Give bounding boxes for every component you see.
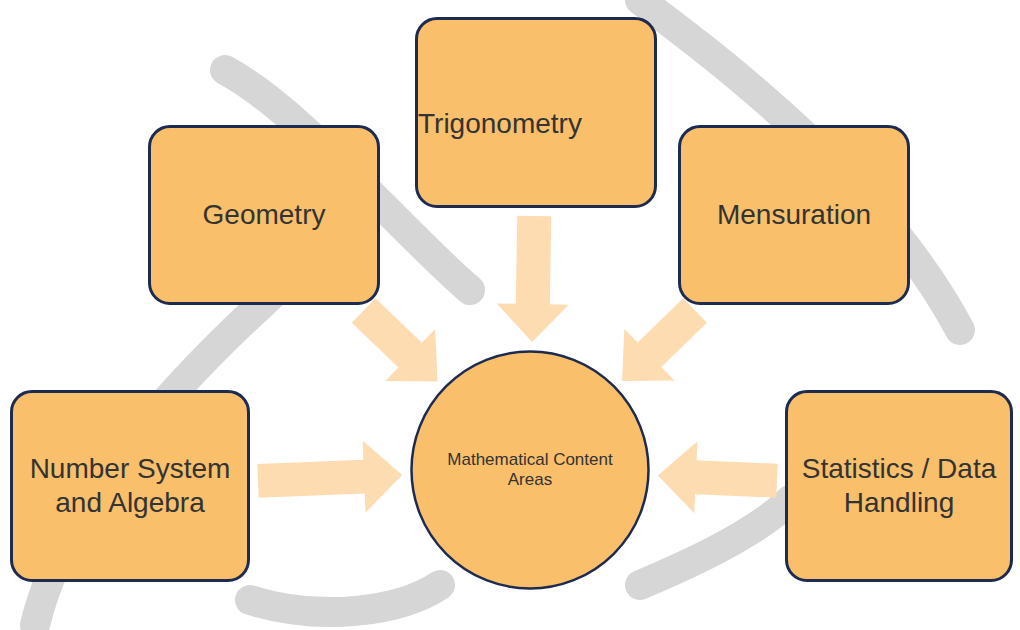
swoosh <box>250 585 440 612</box>
topic-box: Mensuration <box>678 125 910 305</box>
topic-box: Statistics / Data Handling <box>785 390 1013 582</box>
block-arrow <box>622 298 707 381</box>
topic-box: Trigonometry <box>415 17 657 208</box>
node-label: Geometry <box>203 198 326 232</box>
block-arrow <box>257 441 402 513</box>
circle-shape <box>412 352 649 589</box>
node-label: Mensuration <box>717 198 871 232</box>
topic-box: Number System and Algebra <box>10 390 250 582</box>
hub-circle: Mathematical Content Areas <box>410 350 650 590</box>
node-label: Statistics / Data Handling <box>799 452 999 519</box>
swoosh <box>640 0 960 330</box>
block-arrow <box>352 298 438 381</box>
block-arrow <box>497 216 569 342</box>
block-arrow <box>658 441 778 513</box>
swoosh <box>640 500 790 585</box>
topic-box: Geometry <box>148 125 380 305</box>
node-label: Trigonometry <box>418 107 582 141</box>
node-label: Mathematical Content Areas <box>445 450 615 491</box>
node-label: Number System and Algebra <box>24 452 236 519</box>
